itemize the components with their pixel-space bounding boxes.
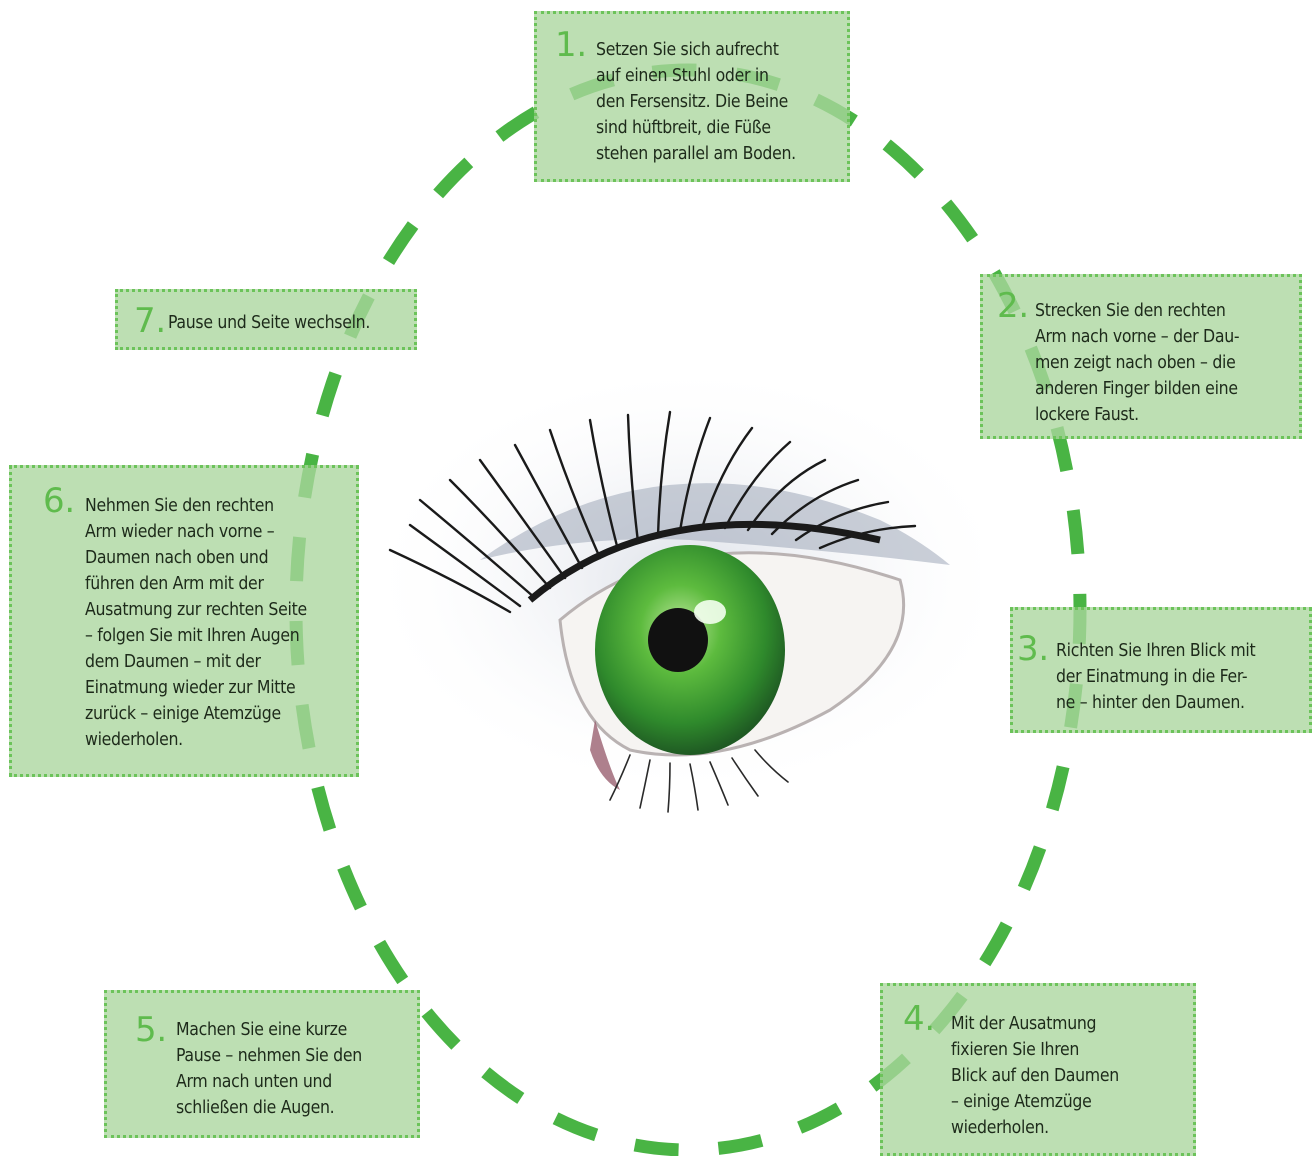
step-box-4: 4. Mit der Ausatmung fixieren Sie Ihren … xyxy=(880,983,1196,1156)
step-number-2: 2. xyxy=(997,289,1029,323)
step-text-5: Machen Sie eine kurze Pause – nehmen Sie… xyxy=(176,1017,362,1121)
step-number-5: 5. xyxy=(135,1013,167,1047)
step-box-1: 1. Setzen Sie sich aufrecht auf einen St… xyxy=(534,11,850,182)
step-number-6: 6. xyxy=(43,484,75,518)
step-number-7: 7. xyxy=(134,304,166,338)
step-text-1: Setzen Sie sich aufrecht auf einen Stuhl… xyxy=(596,37,796,167)
step-box-2: 2. Strecken Sie den rechten Arm nach vor… xyxy=(980,274,1302,439)
step-box-7: 7. Pause und Seite wechseln. xyxy=(115,289,417,350)
step-number-1: 1. xyxy=(555,28,587,62)
step-text-7: Pause und Seite wechseln. xyxy=(168,310,370,336)
step-number-3: 3. xyxy=(1017,632,1049,666)
step-number-4: 4. xyxy=(903,1002,935,1036)
step-text-4: Mit der Ausatmung fixieren Sie Ihren Bli… xyxy=(951,1011,1119,1141)
step-box-6: 6. Nehmen Sie den rechten Arm wieder nac… xyxy=(9,465,359,777)
step-box-3: 3. Richten Sie Ihren Blick mit der Einat… xyxy=(1010,607,1312,733)
step-text-6: Nehmen Sie den rechten Arm wieder nach v… xyxy=(85,493,307,753)
step-box-5: 5. Machen Sie eine kurze Pause – nehmen … xyxy=(104,990,420,1138)
step-text-3: Richten Sie Ihren Blick mit der Einatmun… xyxy=(1056,638,1255,716)
eye-illustration xyxy=(360,350,980,830)
step-text-2: Strecken Sie den rechten Arm nach vorne … xyxy=(1035,298,1239,428)
